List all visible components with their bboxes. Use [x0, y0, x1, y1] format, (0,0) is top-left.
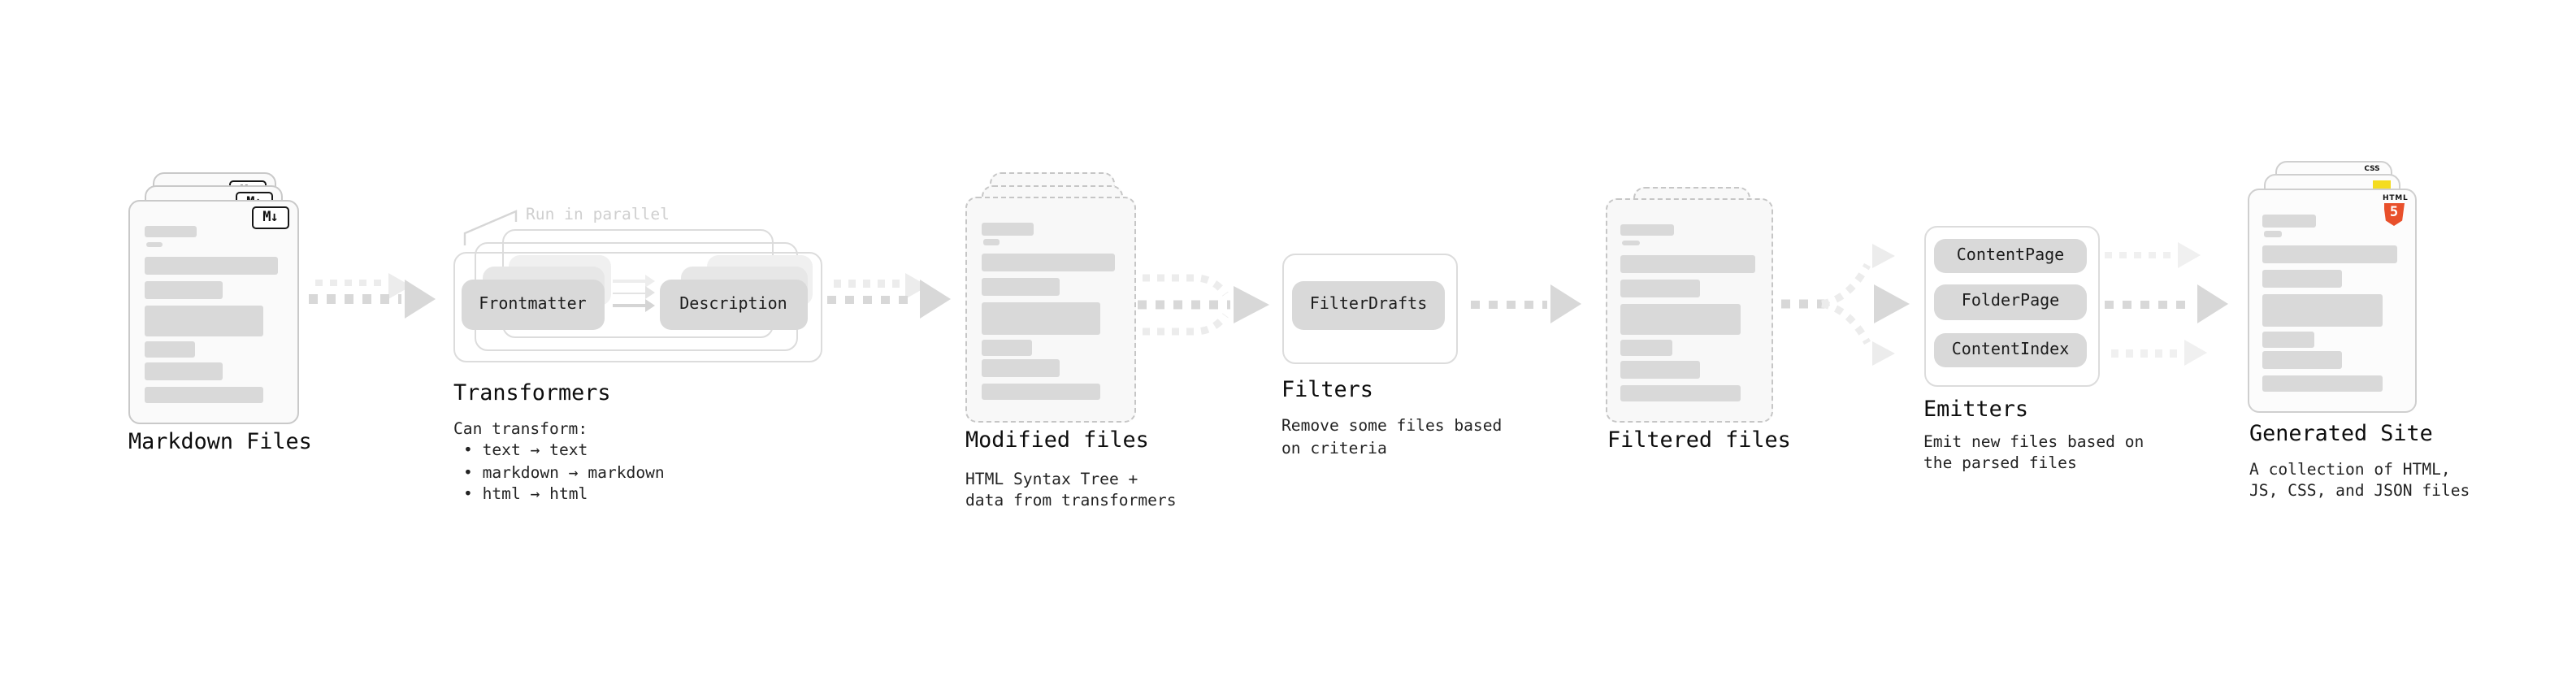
modified-files-caption: HTML Syntax Tree + — [965, 471, 1138, 488]
generated-site-caption: A collection of HTML, — [2249, 461, 2451, 479]
file-text-bar — [144, 305, 263, 336]
flow-arrowhead — [404, 279, 435, 318]
flow-arrow-ghost — [834, 280, 904, 287]
file-text-bar — [145, 241, 163, 247]
file-text-bar — [981, 339, 1032, 355]
stage-modified-files — [965, 172, 1135, 422]
flow-arrow — [827, 295, 917, 304]
html5-icon: HTML 5 — [2383, 194, 2408, 226]
modified-files-label: Modified files — [965, 429, 1149, 453]
flow-arrow-ghost — [315, 279, 387, 286]
run-in-parallel-annotation: Run in parallel — [526, 206, 670, 223]
frontmatter-pill: Frontmatter — [462, 279, 604, 329]
transformers-bullet: • html → html — [463, 486, 588, 504]
file-text-bar — [1622, 240, 1639, 245]
stage-markdown-files: M↓ M↓ M↓ — [128, 172, 298, 424]
emit-arrow — [2105, 300, 2194, 309]
filter-drafts-pill: FilterDrafts — [1292, 280, 1445, 329]
flow-arrowhead — [919, 280, 950, 319]
flow-arrowhead — [1550, 284, 1581, 323]
file-text-bar — [144, 256, 278, 274]
filters-label: Filters — [1281, 378, 1373, 402]
file-text-bar — [2262, 294, 2382, 326]
file-text-bar — [982, 239, 1000, 245]
file-text-bar — [981, 254, 1115, 271]
emitters-label: Emitters — [1923, 398, 2028, 423]
file-text-bar — [1620, 223, 1673, 236]
filters-caption: Remove some files based — [1281, 418, 1503, 436]
file-text-bar — [144, 280, 223, 298]
generated-site-caption: JS, CSS, and JSON files — [2249, 483, 2470, 501]
file-text-bar — [1620, 340, 1672, 356]
file-text-bar — [2262, 270, 2341, 288]
file-text-bar — [981, 359, 1060, 377]
emit-arrowhead-ghost — [2184, 340, 2207, 366]
transformers-caption-title: Can transform: — [453, 420, 588, 438]
description-pill: Description — [660, 279, 807, 329]
file-text-bar — [144, 362, 223, 380]
transform-step-arrow — [613, 298, 657, 314]
file-text-bar — [144, 386, 263, 402]
folder-page-pill: FolderPage — [1934, 284, 2087, 319]
file-text-bar — [981, 278, 1060, 296]
file-text-bar — [2262, 331, 2314, 347]
transformer-box — [453, 252, 822, 362]
stage-generated-site: CSS HTML 5 — [2247, 161, 2417, 412]
stage-filtered-files — [1605, 187, 1773, 423]
transformers-label: Transformers — [453, 382, 611, 406]
file-text-bar — [2262, 375, 2382, 392]
file-text-bar — [981, 302, 1100, 334]
file-text-bar — [2264, 231, 2281, 236]
emitters-caption: the parsed files — [1923, 455, 2077, 473]
file-text-bar — [1620, 279, 1699, 297]
content-index-pill: ContentIndex — [1934, 333, 2087, 367]
file-text-bar — [2262, 215, 2315, 227]
transform-step-arrow — [613, 274, 657, 289]
transformers-bullet: • text → text — [463, 442, 588, 460]
emit-arrow-ghost — [2105, 251, 2176, 258]
markdown-icon: M↓ — [252, 206, 288, 229]
split-arrow — [1781, 244, 1910, 366]
file-text-bar — [1620, 303, 1740, 335]
transformers-bullet: • markdown → markdown — [463, 464, 665, 482]
generated-site-label: Generated Site — [2249, 423, 2433, 447]
content-page-pill: ContentPage — [1934, 238, 2087, 272]
js-icon — [2373, 180, 2391, 190]
file-text-bar — [1620, 384, 1740, 401]
file-text-bar — [2262, 351, 2341, 369]
markdown-file-card: M↓ — [128, 199, 298, 424]
html-file-card: HTML 5 — [2247, 189, 2417, 412]
filters-caption: on criteria — [1281, 440, 1387, 458]
file-text-bar — [144, 341, 195, 358]
file-text-bar — [1620, 360, 1699, 378]
modified-files-caption: data from transformers — [965, 492, 1177, 510]
file-text-bar — [981, 384, 1100, 400]
emitters-caption: Emit new files based on — [1923, 433, 2144, 451]
transform-step-arrow — [613, 286, 657, 301]
annotation-connector — [463, 210, 518, 245]
file-text-bar — [1620, 254, 1754, 272]
flow-arrow — [1471, 300, 1547, 309]
emit-arrow-ghost — [2111, 349, 2183, 357]
emit-arrowhead-ghost — [2178, 241, 2201, 267]
flow-arrow — [309, 294, 401, 303]
merge-arrow — [1138, 274, 1269, 336]
file-text-bar — [981, 223, 1034, 235]
filtered-file-card — [1605, 197, 1773, 422]
filtered-files-label: Filtered files — [1607, 429, 1791, 453]
markdown-files-label: Markdown Files — [128, 431, 312, 455]
emit-arrowhead — [2197, 284, 2227, 323]
file-text-bar — [144, 225, 197, 237]
modified-file-card — [965, 197, 1135, 422]
file-text-bar — [2262, 245, 2396, 263]
